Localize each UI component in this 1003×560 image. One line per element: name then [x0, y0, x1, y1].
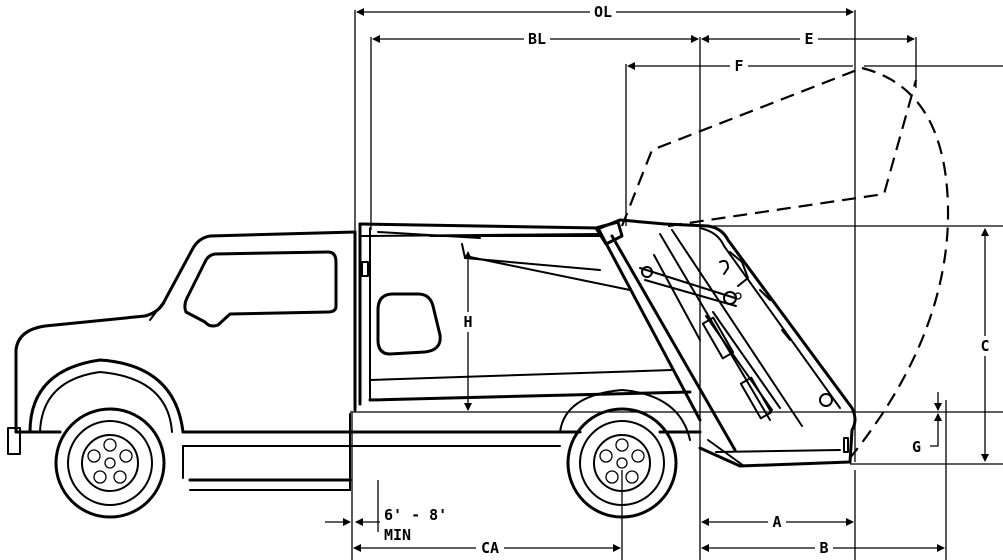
label-min-length: 6' - 8' — [384, 506, 447, 524]
packer-body — [358, 222, 737, 452]
raised-tailgate-outline — [620, 66, 950, 459]
label-bl: BL — [528, 30, 546, 48]
dimension-labels: OL BL E F H C G A B CA 6' - 8' MIN — [384, 3, 995, 557]
label-a: A — [772, 513, 781, 531]
label-ca: CA — [481, 539, 499, 557]
label-h: H — [463, 313, 472, 331]
label-g: G — [912, 438, 921, 456]
label-ol: OL — [594, 3, 612, 21]
front-wheel — [54, 407, 166, 519]
label-f: F — [734, 57, 743, 75]
tailgate-hopper — [594, 218, 857, 468]
label-min: MIN — [384, 526, 411, 544]
label-b: B — [819, 539, 828, 557]
rear-wheel — [559, 389, 691, 519]
label-c: C — [980, 337, 989, 355]
label-e: E — [804, 30, 813, 48]
